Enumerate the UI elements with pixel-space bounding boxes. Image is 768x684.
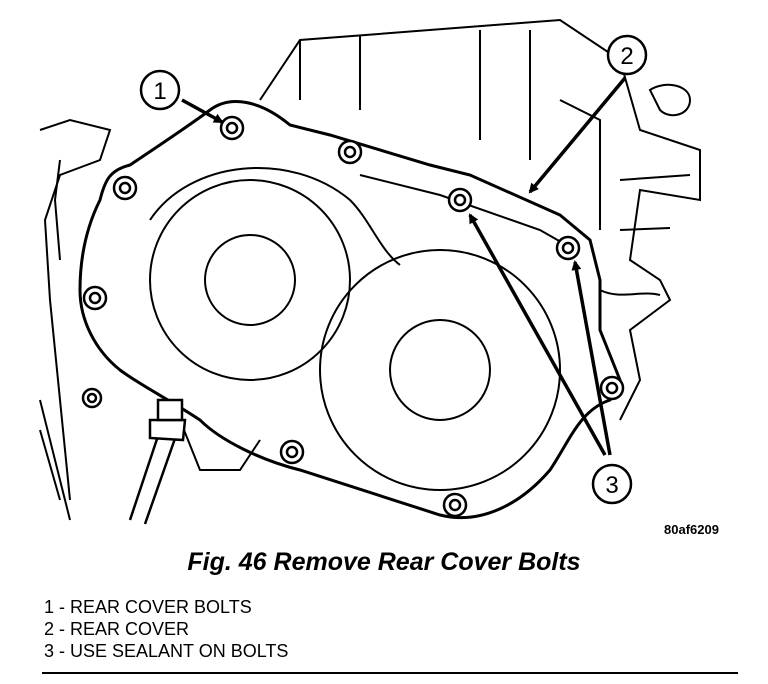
- figure-caption: Fig. 46 Remove Rear Cover Bolts: [187, 548, 581, 576]
- callout-3: 3: [591, 463, 633, 505]
- hose-fitting: [128, 398, 187, 525]
- legend-item: 1 - REAR COVER BOLTS: [44, 597, 252, 617]
- leader-arrow-3a: [468, 213, 607, 456]
- figure-id: 80af6209: [664, 522, 719, 537]
- leader-arrows: [181, 76, 627, 456]
- legend-item: 3 - USE SEALANT ON BOLTS: [44, 641, 289, 661]
- leader-arrow-1: [181, 98, 224, 124]
- bottom-rule: [42, 672, 738, 674]
- cover-bolts: [81, 115, 625, 518]
- rear-cover: [78, 100, 622, 520]
- leader-arrow-3b: [571, 260, 612, 456]
- rear-cover-diagram: 1 2 3: [39, 18, 701, 525]
- transfer-case-housing: [39, 18, 701, 521]
- leader-arrow-2: [528, 76, 627, 194]
- callout-2: 2: [606, 34, 648, 76]
- svg-text:2: 2: [620, 43, 633, 70]
- svg-text:1: 1: [153, 78, 166, 105]
- legend-item: 2 - REAR COVER: [44, 619, 190, 639]
- svg-text:3: 3: [605, 472, 618, 499]
- callout-1: 1: [139, 69, 181, 111]
- legend: 1 - REAR COVER BOLTS 2 - REAR COVER 3 - …: [44, 596, 288, 662]
